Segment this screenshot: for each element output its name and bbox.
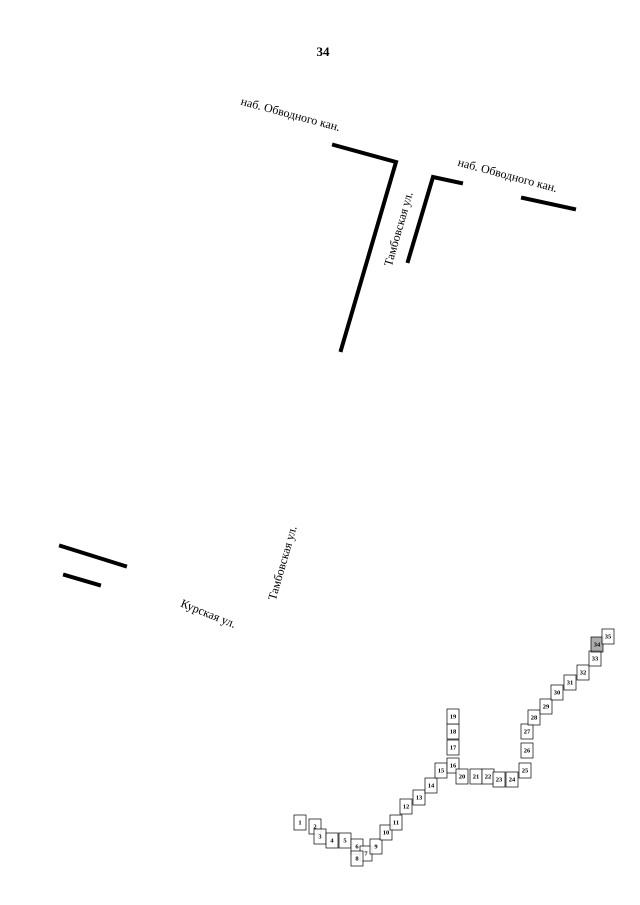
plot-outline: [518, 762, 532, 779]
plot-number: 15: [438, 768, 445, 775]
plot-number: 22: [485, 774, 492, 781]
plot-number: 29: [543, 704, 550, 711]
plot-number: 31: [567, 680, 574, 687]
plot-number: 11: [393, 820, 399, 827]
plot-outline: [505, 771, 519, 788]
street-line-kurskaya-upper: [58, 543, 128, 569]
plot-outline: [350, 850, 364, 867]
plot-outline: [446, 739, 460, 756]
plot-number: 10: [383, 830, 390, 837]
plot-14: 14: [424, 777, 438, 794]
plot-17: 17: [446, 739, 460, 756]
plot-outline: [455, 768, 469, 785]
plot-26: 26: [520, 742, 534, 759]
plot-number: 23: [496, 777, 503, 784]
plot-outline: [379, 824, 393, 841]
plot-number: 21: [473, 774, 480, 781]
plot-12: 12: [399, 798, 413, 815]
plot-number: 16: [450, 763, 457, 770]
plot-number: 26: [524, 748, 531, 755]
plot-number: 18: [450, 729, 457, 736]
plot-25: 25: [518, 762, 532, 779]
plot-3: 3: [313, 828, 327, 845]
plot-outline: [412, 789, 426, 806]
plot-number: 25: [522, 768, 529, 775]
plot-21: 21: [469, 768, 483, 785]
plot-number: 2: [313, 824, 316, 831]
plot-outline: [325, 832, 339, 849]
plot-outline: [601, 628, 615, 645]
plot-5: 5: [338, 832, 352, 849]
plot-number: 32: [580, 670, 587, 677]
plot-number: 4: [330, 838, 334, 845]
plot-1: 1: [293, 814, 307, 831]
plot-number: 7: [364, 851, 368, 858]
plot-outline: [550, 684, 564, 701]
plot-33: 33: [588, 650, 602, 667]
plot-number: 8: [355, 856, 359, 863]
plot-19: 19: [446, 708, 460, 725]
plot-28: 28: [527, 709, 541, 726]
plot-15: 15: [434, 762, 448, 779]
plot-29: 29: [539, 698, 553, 715]
street-line-embankment-center: [405, 174, 464, 264]
plot-outline: [563, 674, 577, 691]
plot-outline: [520, 723, 534, 740]
street-line-embankment-left: [331, 142, 399, 353]
plot-number: 6: [355, 844, 359, 851]
plot-outline: [293, 814, 307, 831]
plot-18: 18: [446, 723, 460, 740]
plot-number: 5: [343, 838, 347, 845]
plot-23: 23: [492, 771, 506, 788]
plot-outline: [576, 664, 590, 681]
plot-number: 20: [459, 774, 466, 781]
plot-number: 24: [509, 777, 516, 784]
plot-8: 8: [350, 850, 364, 867]
plot-27: 27: [520, 723, 534, 740]
plot-number: 28: [531, 715, 538, 722]
plot-outline: [399, 798, 413, 815]
plot-number: 13: [416, 795, 423, 802]
plot-number: 12: [403, 804, 410, 811]
plot-number: 33: [592, 656, 599, 663]
plot-outline: [527, 709, 541, 726]
plot-30: 30: [550, 684, 564, 701]
plot-9: 9: [369, 838, 383, 855]
plot-13: 13: [412, 789, 426, 806]
plot-number: 9: [374, 844, 378, 851]
plot-number: 34: [594, 642, 601, 649]
plot-outline: [539, 698, 553, 715]
plot-outline: [520, 742, 534, 759]
plot-11: 11: [389, 814, 403, 831]
plot-34: 34: [590, 636, 604, 653]
plot-number: 1: [298, 820, 301, 827]
plot-number: 3: [318, 834, 322, 841]
plot-outline: [446, 708, 460, 725]
plot-outline: [424, 777, 438, 794]
plot-outline: [369, 838, 383, 855]
plot-24: 24: [505, 771, 519, 788]
plot-number: 19: [450, 714, 457, 721]
street-line-kurskaya-lower: [62, 572, 102, 588]
plot-number: 27: [524, 729, 531, 736]
plot-outline: [389, 814, 403, 831]
plot-number: 14: [428, 783, 435, 790]
plot-outline: [590, 636, 604, 653]
plot-10: 10: [379, 824, 393, 841]
plot-32: 32: [576, 664, 590, 681]
plot-35: 35: [601, 628, 615, 645]
plot-number: 35: [605, 634, 612, 641]
plot-number: 30: [554, 690, 561, 697]
plot-31: 31: [563, 674, 577, 691]
street-line-embankment-right: [520, 195, 577, 212]
page-number: 34: [316, 44, 330, 59]
plot-22: 22: [481, 768, 495, 785]
street-lines: [58, 142, 577, 588]
plot-20: 20: [455, 768, 469, 785]
plot-4: 4: [325, 832, 339, 849]
plot-outline: [492, 771, 506, 788]
plot-number: 17: [450, 745, 457, 752]
